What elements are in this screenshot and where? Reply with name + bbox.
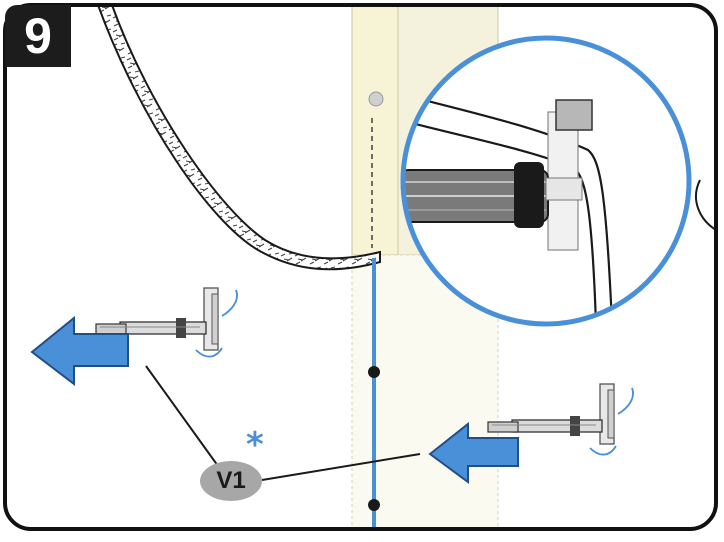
leader-line-left [145, 365, 219, 467]
guide-dot-upper [368, 366, 380, 378]
pin-hole [368, 91, 384, 107]
rotate-arrow-icon [221, 289, 238, 317]
guide-dot-lower [368, 499, 380, 511]
magnifier-detail-circle [400, 35, 692, 327]
step-number-badge: 9 [5, 5, 71, 67]
note-asterisk-icon: * [246, 425, 264, 465]
side-panel-upper [351, 5, 399, 256]
rotate-arrow-icon [195, 347, 223, 358]
shelf-board-edge [96, 5, 381, 271]
rotate-arrow-icon [617, 387, 634, 415]
part-label-v1: V1 [200, 461, 262, 501]
leader-line-right [261, 453, 421, 481]
board-edge-right [695, 179, 716, 231]
rotate-arrow-icon [589, 445, 617, 456]
shelf-support-pin-left [95, 287, 219, 351]
arrow-left-icon [30, 315, 129, 387]
shelf-support-pin-right [487, 383, 615, 445]
arrow-left-icon [428, 421, 519, 484]
frame-border [3, 3, 718, 531]
